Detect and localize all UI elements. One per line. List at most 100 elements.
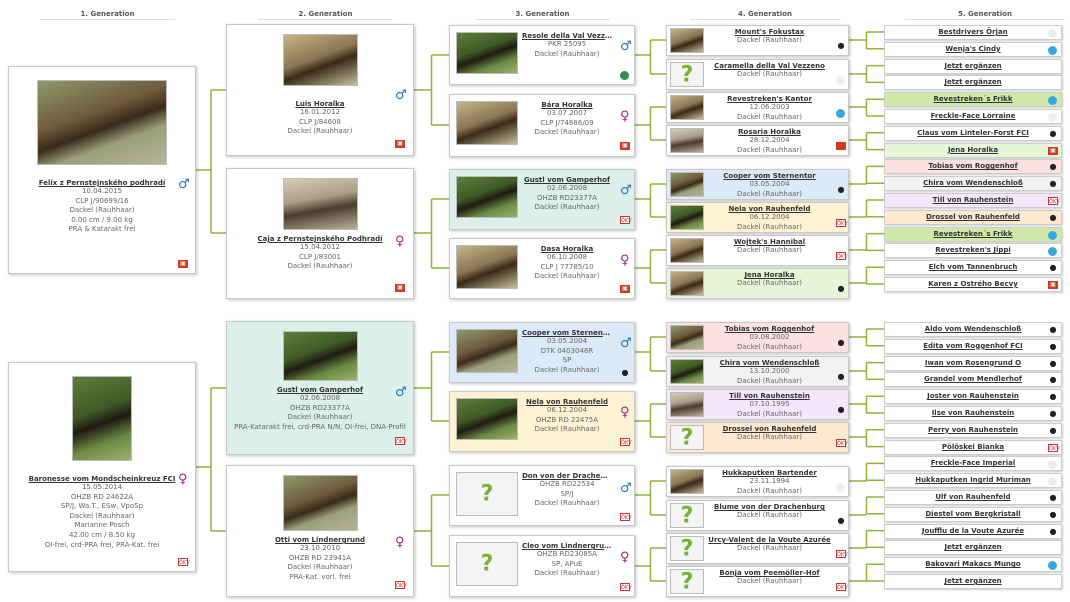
- dog-card-baronesse[interactable]: Baronesse vom Mondscheinkreuz FCI 15.05.…: [8, 362, 196, 572]
- dog-row-gen5[interactable]: Perry von Rauhenstein●: [884, 422, 1062, 438]
- dog-name[interactable]: Edita vom Roggenhof FCI: [923, 341, 1023, 350]
- dog-row-gen5[interactable]: Wenja's Cindy: [884, 41, 1062, 57]
- dog-name[interactable]: Bakovari Makacs Mungo: [925, 560, 1021, 569]
- dog-name[interactable]: Jetzt ergänzen: [944, 78, 1002, 87]
- dog-name[interactable]: Tobias vom Roggenhof: [928, 162, 1018, 171]
- dog-name[interactable]: Till von Rauhenstein: [729, 392, 810, 400]
- dog-card-felix[interactable]: Felix z Pernstejnského podhradí 10.04.20…: [8, 66, 196, 274]
- dog-name[interactable]: Joufflu de la Voute Azurée: [921, 526, 1025, 535]
- dog-card-nela[interactable]: Nela von Rauhenfeld 06.12.2004 ÖHZB RD 2…: [449, 391, 635, 452]
- dog-card-gustl-vom-gamperhof[interactable]: Gustl vom Gamperhof 02.06.2008 ÖHZB RD23…: [226, 321, 414, 455]
- dog-name[interactable]: Drossel von Rauhenfeld: [722, 425, 817, 433]
- dog-name[interactable]: Felix z Pernstejnského podhradí: [38, 179, 166, 187]
- dog-name[interactable]: Joster von Rauhenstein: [927, 392, 1019, 401]
- dog-name[interactable]: Bonja vom Peemöller-Hof: [719, 569, 820, 577]
- dog-name[interactable]: Caramella della Val Vezzeno: [714, 62, 825, 70]
- dog-row-gen5[interactable]: Elch vom Tannenbruch●: [884, 260, 1062, 276]
- dog-card-dasa[interactable]: Dasa Horalka 06.10.2008 CLP J 77785/10 D…: [449, 238, 635, 299]
- dog-row-gen5[interactable]: Grandel vom Mendlerhof●: [884, 372, 1062, 388]
- dog-name[interactable]: Urcy-Valent de la Voute Azurée: [708, 536, 831, 544]
- dog-name[interactable]: Gustl vom Gamperhof: [277, 386, 363, 394]
- dog-card-cleo[interactable]: Cleo vom Lindnergrund ÖHZB RD23085A SP, …: [449, 535, 635, 597]
- dog-name[interactable]: Till von Rauhenstein: [932, 196, 1014, 204]
- dog-card-don[interactable]: Don von der Drachenburg ÖHZB RD22534 SP/…: [449, 465, 635, 526]
- dog-name[interactable]: Gustl vom Gamperhof: [524, 176, 610, 184]
- dog-card-otti[interactable]: Otti vom Lindnergrund 23.10.2010 ÖHZB RD…: [226, 465, 414, 597]
- dog-row-gen5[interactable]: Jetzt ergänzen: [884, 58, 1062, 74]
- dog-name[interactable]: Cooper vom Sternentor: [522, 329, 612, 337]
- dog-name[interactable]: Blume von der Drachenburg: [714, 503, 825, 511]
- dog-row-gen5[interactable]: Chira vom Wendenschloß●: [884, 176, 1062, 192]
- dog-card-caja[interactable]: Caja z Pernstejnského Podhradí 15.04.201…: [226, 168, 414, 299]
- dog-name[interactable]: Freckle-Face Imperial: [930, 459, 1016, 468]
- dog-name[interactable]: Revestreken´s Frikk: [933, 229, 1013, 238]
- dog-row-gen5[interactable]: Ulf von Rauhenfeld●: [884, 490, 1062, 505]
- dog-name[interactable]: Resole della Val Vezzeno: [522, 32, 612, 40]
- dog-row-gen5[interactable]: Drossel von Rauhenfeld●: [884, 209, 1062, 225]
- dog-name[interactable]: Ulf von Rauhenfeld: [935, 493, 1011, 501]
- dog-row-gen5[interactable]: Freckle-Face Lorraine: [884, 109, 1062, 124]
- dog-name[interactable]: Tobias vom Roggenhof: [724, 325, 815, 333]
- dog-name[interactable]: Iwan vom Rosengrund O: [924, 358, 1022, 367]
- dog-card-bara[interactable]: Bára Horalka 03.07.2007 CLP J/74686/09 D…: [449, 94, 635, 157]
- dog-card-cooper[interactable]: Cooper vom Sternentor 03.05.2004 DTK 040…: [449, 322, 635, 383]
- dog-name[interactable]: Rosaria Horalka: [738, 128, 801, 136]
- dog-name[interactable]: Elch vom Tannenbruch: [928, 263, 1018, 272]
- dog-row-gen5[interactable]: Jetzt ergänzen: [884, 540, 1062, 556]
- dog-name[interactable]: Cooper vom Sternentor: [723, 172, 816, 180]
- dog-name[interactable]: Jetzt ergänzen: [944, 543, 1002, 552]
- dog-name[interactable]: Jena Horalka: [744, 271, 795, 279]
- dog-name[interactable]: Hukkaputken Ingrid Muriman: [915, 476, 1031, 485]
- dog-name[interactable]: Revestreken's Kantor: [727, 95, 812, 103]
- dog-name[interactable]: Don von der Drachenburg: [522, 472, 612, 480]
- dog-name[interactable]: Wojtek's Hannibal: [733, 238, 806, 246]
- dog-card-gustl[interactable]: Gustl vom Gamperhof 02.06.2008 ÖHZB RD23…: [449, 169, 635, 230]
- dog-row-gen5[interactable]: Hukkaputken Ingrid Muriman: [884, 473, 1062, 489]
- dog-name[interactable]: Hukkaputken Bartender: [722, 469, 817, 477]
- dog-card-luis-horalka[interactable]: Luis Horalka 16.01.2012 CLP J/84608 Dack…: [226, 24, 414, 156]
- dog-name[interactable]: Claus vom Linteler-Forst FCI: [917, 128, 1029, 137]
- dog-row-gen5[interactable]: Revestreken's Jippi: [884, 243, 1062, 259]
- dog-name[interactable]: Aldo vom Wendenschloß: [924, 325, 1022, 333]
- dog-row-gen5[interactable]: Freckle-Face Imperial: [884, 456, 1062, 472]
- dog-name[interactable]: Nela von Rauhenfeld: [728, 205, 811, 213]
- dog-name[interactable]: Grandel vom Mendlerhof: [924, 375, 1022, 384]
- dog-row-gen5[interactable]: Claus vom Linteler-Forst FCI●: [884, 125, 1062, 141]
- dog-row-gen5[interactable]: Jetzt ergänzen: [884, 75, 1062, 91]
- dog-row-gen5[interactable]: Revestreken´s Frikk: [884, 92, 1062, 108]
- dog-row-gen5[interactable]: Jetzt ergänzen: [884, 574, 1062, 589]
- dog-name[interactable]: Otti vom Lindnergrund: [274, 536, 366, 544]
- dog-name[interactable]: Luis Horalka: [295, 100, 345, 108]
- dog-row-gen5[interactable]: Tobias vom Roggenhof●: [884, 159, 1062, 175]
- dog-row-gen5[interactable]: Ilse von Rauhenstein●: [884, 406, 1062, 421]
- dog-name[interactable]: Bára Horalka: [541, 101, 593, 109]
- dog-name[interactable]: Nela von Rauhenfeld: [526, 398, 608, 406]
- dog-name[interactable]: Baronesse vom Mondscheinkreuz FCI: [28, 475, 176, 483]
- dog-name[interactable]: Pölöskei Bianka: [941, 442, 1005, 451]
- dog-row-gen5[interactable]: Aldo vom Wendenschloß●: [884, 322, 1062, 337]
- dog-name[interactable]: Diestel vom Bergkristall: [925, 509, 1021, 518]
- dog-row-gen5[interactable]: Revestreken´s Frikk: [884, 226, 1062, 242]
- dog-name[interactable]: Revestreken's Jippi: [935, 246, 1011, 255]
- dog-name[interactable]: Jetzt ergänzen: [944, 577, 1002, 585]
- dog-name[interactable]: Chira vom Wendenschloß: [923, 179, 1023, 188]
- dog-name[interactable]: Chira vom Wendenschloß: [719, 359, 820, 367]
- dog-name[interactable]: Freckle-Face Lorraine: [930, 112, 1016, 120]
- dog-name[interactable]: Perry von Rauhenstein: [927, 425, 1019, 434]
- dog-name[interactable]: Wenja's Cindy: [945, 44, 1001, 53]
